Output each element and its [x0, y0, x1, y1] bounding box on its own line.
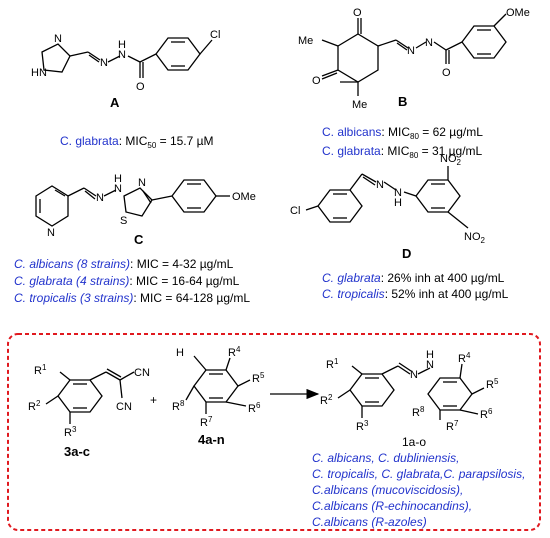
species-line-2: C. tropicalis, C. glabrata,C. parapsilos…	[312, 467, 525, 481]
compound-a-atom-n-ring: N	[54, 33, 62, 45]
compound-d-atom-h: H	[394, 197, 402, 209]
compound-c-atom-s: S	[120, 215, 127, 227]
product-r5: R5	[486, 377, 499, 391]
compound-a-atom-n2: N	[118, 49, 126, 61]
compound-a-atom-h: H	[118, 39, 126, 51]
compound-d-structure	[305, 166, 469, 229]
reactant-4-structure	[185, 355, 251, 414]
compound-b-atom-n2: N	[425, 37, 433, 49]
compound-b-activity-2: C. glabrata: MIC80 = 31 µg/mL	[322, 144, 483, 160]
compound-b-atom-ome: OMe	[506, 7, 530, 19]
compound-d-atom-n2: N	[394, 187, 402, 199]
compound-d-atom-no2-top: NO2	[440, 153, 462, 167]
compound-b-label: B	[398, 94, 407, 109]
compound-a-atom-o: O	[136, 81, 145, 93]
compound-a-label: A	[110, 95, 120, 110]
reactant-3-label: 3a-c	[64, 444, 90, 459]
compound-d-activity-2: C. tropicalis: 52% inh at 400 µg/mL	[322, 287, 509, 301]
compound-a-atom-n1: N	[100, 57, 108, 69]
compound-c-atom-ome: OMe	[232, 191, 256, 203]
compound-b-atom-o1: O	[353, 7, 362, 19]
compound-c-atom-n-pyr: N	[47, 227, 55, 239]
reactant-3-structure	[45, 368, 135, 424]
compound-c-atom-n-thz: N	[138, 177, 146, 189]
product-structure	[337, 362, 485, 420]
compound-a-atom-hn: HN	[31, 67, 47, 79]
compound-c-structure	[35, 179, 230, 227]
compound-a-activity-1: C. glabrata: MIC50 = 15.7 µM	[60, 134, 214, 150]
compound-b-atom-o2: O	[312, 75, 321, 87]
species-line-1: C. albicans, C. dubliniensis,	[312, 451, 459, 465]
reactant-h2n: H	[176, 347, 184, 359]
compound-b-activity-1: C. albicans: MIC80 = 62 µg/mL	[322, 125, 483, 141]
compound-b-atom-n1: N	[407, 45, 415, 57]
compound-c-atom-n1: N	[96, 192, 104, 204]
compound-d-atom-cl: Cl	[290, 205, 300, 217]
product-r8: R8	[412, 405, 425, 419]
product-atom-n1: N	[410, 369, 418, 381]
product-atom-nh: N	[426, 359, 434, 371]
product-label: 1a-o	[402, 435, 426, 449]
compound-c-activity-3: C. tropicalis (3 strains): MIC = 64-128 …	[14, 291, 250, 305]
compound-c-atom-n2: N	[114, 183, 122, 195]
reactant-cn-2: CN	[116, 401, 132, 413]
compound-c-activity-1: C. albicans (8 strains): MIC = 4-32 µg/m…	[14, 257, 234, 271]
product-r7: R7	[446, 419, 459, 433]
product-atom-h: H	[426, 349, 434, 361]
product-r6: R6	[480, 407, 493, 421]
compound-d-atom-no2-bottom: NO2	[464, 231, 486, 245]
compound-c-activity-2: C. glabrata (4 strains): MIC = 16-64 µg/…	[14, 274, 240, 288]
product-r1: R1	[326, 357, 339, 371]
compound-d-label: D	[402, 246, 411, 261]
reactant-r4: R4	[228, 345, 241, 359]
species-line-4: C.albicans (R-echinocandins),	[312, 499, 472, 513]
species-line-5: C.albicans (R-azoles)	[312, 515, 427, 529]
compound-d-atom-n1: N	[376, 179, 384, 191]
plus-sign: +	[150, 393, 157, 407]
product-r3: R3	[356, 419, 369, 433]
compound-b-atom-o3: O	[442, 67, 451, 79]
reactant-r5: R5	[252, 371, 265, 385]
reactant-r6: R6	[248, 401, 261, 415]
reactant-r3: R3	[64, 425, 77, 439]
reactant-r7: R7	[200, 415, 213, 429]
compound-c-atom-h: H	[114, 173, 122, 185]
product-r2: R2	[320, 393, 333, 407]
product-r4: R4	[458, 351, 471, 365]
compound-b-atom-me1: Me	[298, 35, 313, 47]
scheme-dashed-border	[7, 333, 541, 531]
reactant-cn-1: CN	[134, 367, 150, 379]
compound-c-label: C	[134, 232, 144, 247]
reactant-r8: R8	[172, 399, 185, 413]
compound-a-atom-cl: Cl	[210, 29, 220, 41]
compound-d-activity-1: C. glabrata: 26% inh at 400 µg/mL	[322, 271, 505, 285]
compound-b-structure	[321, 13, 507, 96]
reactant-r2: R2	[28, 399, 41, 413]
reactant-r1: R1	[34, 363, 47, 377]
compound-a-structure	[41, 37, 213, 78]
species-line-3: C.albicans (mucoviscidosis),	[312, 483, 463, 497]
reactant-4-label: 4a-n	[198, 432, 225, 447]
compound-b-atom-me2: Me	[352, 99, 367, 111]
